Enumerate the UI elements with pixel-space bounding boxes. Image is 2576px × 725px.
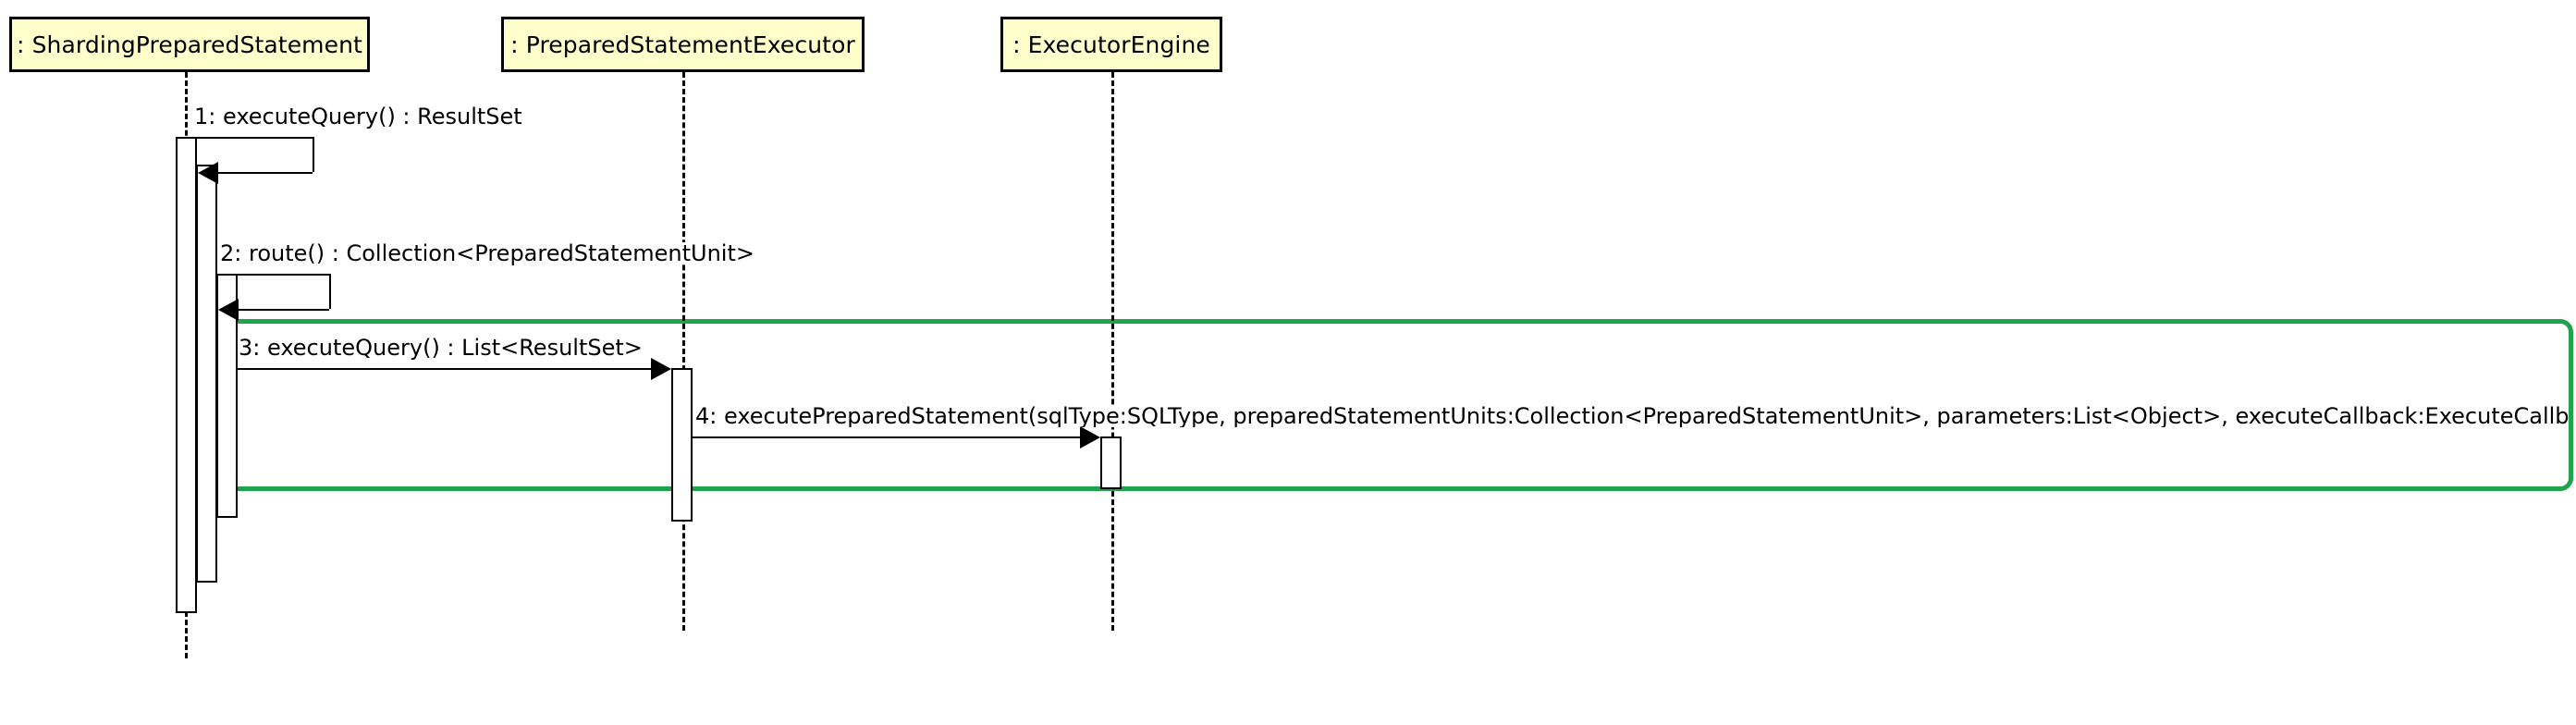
message-2-right-segment	[329, 274, 331, 309]
message-1-return-segment	[218, 172, 313, 174]
message-4-arrowhead	[1080, 426, 1100, 449]
message-1-arrowhead	[198, 162, 218, 184]
activation-executor-engine	[1100, 436, 1122, 489]
message-3-label: 3: executeQuery() : List<ResultSet>	[239, 335, 643, 361]
participant-sharding-prepared-statement[interactable]: : ShardingPreparedStatement	[9, 17, 370, 72]
lifeline-executor-engine	[1111, 72, 1114, 631]
participant-executor-engine[interactable]: : ExecutorEngine	[1000, 17, 1222, 72]
message-4-label: 4: executePreparedStatement(sqlType:SQLT…	[695, 405, 2569, 427]
message-3-line	[238, 368, 656, 370]
message-1-label: 1: executeQuery() : ResultSet	[194, 104, 522, 129]
message-4-line	[693, 436, 1086, 438]
message-2-label: 2: route() : Collection<PreparedStatemen…	[220, 240, 754, 266]
message-3-arrowhead	[651, 358, 671, 380]
participant-label: : ExecutorEngine	[1012, 31, 1210, 58]
message-1-right-segment	[313, 137, 314, 172]
message-2-top-segment	[217, 274, 329, 276]
activation-prepared-statement-executor	[671, 368, 693, 522]
participant-label: : PreparedStatementExecutor	[510, 31, 855, 58]
participant-prepared-statement-executor[interactable]: : PreparedStatementExecutor	[501, 17, 865, 72]
activation-sharding-1	[176, 137, 197, 613]
message-1-top-segment	[197, 137, 313, 139]
message-2-return-segment	[239, 309, 329, 311]
lifeline-prepared-statement-executor	[682, 72, 685, 631]
message-2-arrowhead	[218, 299, 239, 321]
activation-sharding-2	[196, 165, 217, 583]
participant-label: : ShardingPreparedStatement	[17, 31, 362, 58]
